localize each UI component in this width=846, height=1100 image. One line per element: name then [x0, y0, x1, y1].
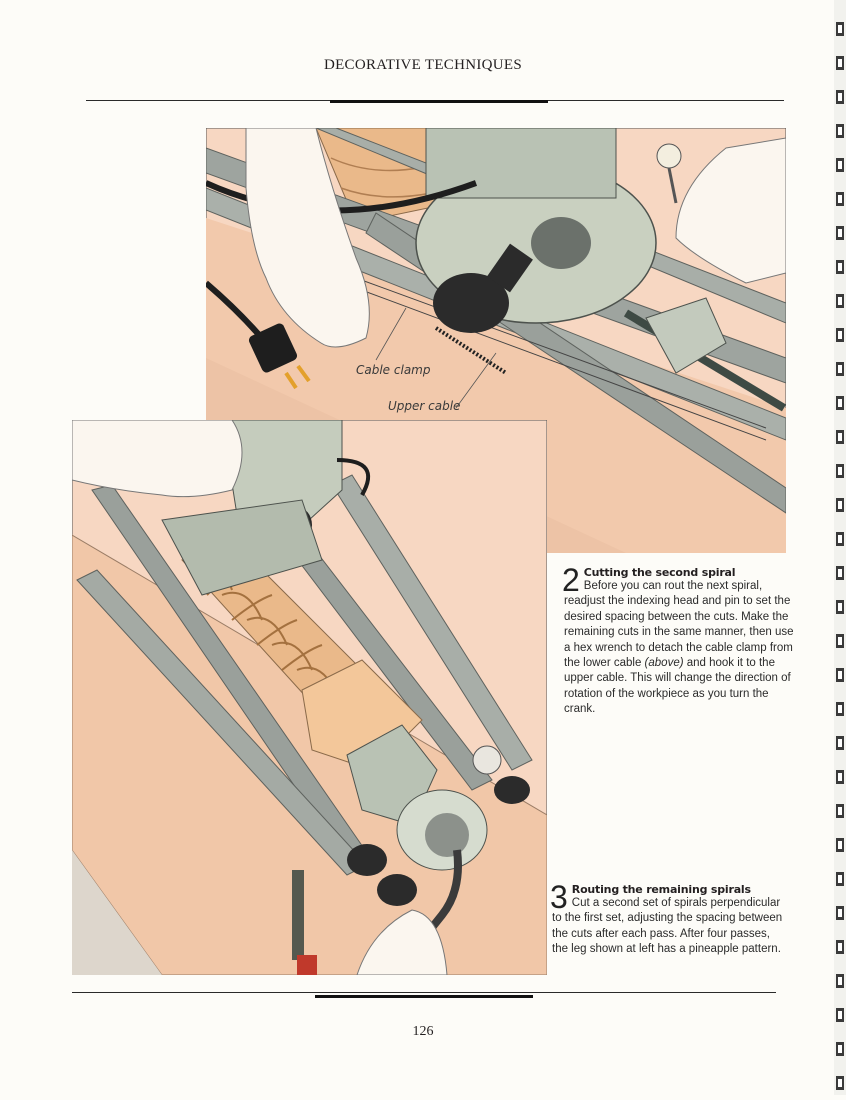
router-jig-bottom-illustration	[72, 420, 547, 975]
binding-coil	[836, 906, 844, 920]
binding-coil	[836, 396, 844, 410]
section-title: DECORATIVE TECHNIQUES	[323, 57, 523, 73]
binding-coil	[836, 634, 844, 648]
binding-coil	[836, 600, 844, 614]
binding-coil	[836, 56, 844, 70]
binding-coil	[836, 736, 844, 750]
binding-coil	[836, 22, 844, 36]
bottom-illustration	[72, 420, 547, 975]
binding-coil	[836, 668, 844, 682]
callout-cable-clamp: Cable clamp	[356, 363, 431, 377]
binding-coil	[836, 532, 844, 546]
binding-coil	[836, 328, 844, 342]
binding-coil	[836, 124, 844, 138]
binding-coil	[836, 362, 844, 376]
binding-coil	[836, 226, 844, 240]
binding-coil	[836, 974, 844, 988]
step-title: Routing the remaining spirals	[571, 883, 751, 896]
step-body-reference: (above)	[644, 657, 684, 670]
page-number: 126	[412, 1024, 434, 1039]
binding-coil	[836, 804, 844, 818]
footer-rule	[72, 992, 776, 993]
header-rule-accent	[330, 100, 548, 103]
binding-coil	[836, 498, 844, 512]
step-body: Before you can rout the next spiral, rea…	[564, 579, 799, 718]
spiral-binding	[816, 0, 846, 1095]
binding-coil	[836, 294, 844, 308]
binding-coil	[836, 838, 844, 852]
binding-coil	[836, 566, 844, 580]
footer-rule-accent	[315, 995, 533, 998]
step-body: Cut a second set of spirals perpendicula…	[552, 897, 783, 956]
binding-coil	[836, 90, 844, 104]
binding-coil	[836, 158, 844, 172]
step-body-text: Before you can rout the next spiral, rea…	[564, 580, 794, 670]
binding-coil	[836, 1042, 844, 1056]
step-3-caption: 3 Routing the remaining spirals Cut a se…	[550, 879, 787, 958]
binding-coil	[836, 702, 844, 716]
callout-upper-cable: Upper cable	[388, 399, 461, 413]
step-title: Cutting the second spiral	[583, 566, 736, 579]
binding-coil	[836, 192, 844, 206]
binding-coil	[836, 1008, 844, 1022]
step-number: 3	[550, 879, 568, 915]
binding-coil	[836, 464, 844, 478]
binding-coil	[836, 260, 844, 274]
binding-coil	[836, 1076, 844, 1090]
step-body-text-end: and hook it to the upper cable. This wil…	[564, 657, 791, 716]
step-number: 2	[562, 562, 580, 598]
binding-coil	[836, 770, 844, 784]
step-2-caption: 2 Cutting the second spiral Before you c…	[562, 562, 799, 718]
binding-coil	[836, 430, 844, 444]
binding-coil	[836, 872, 844, 886]
binding-coil	[836, 940, 844, 954]
